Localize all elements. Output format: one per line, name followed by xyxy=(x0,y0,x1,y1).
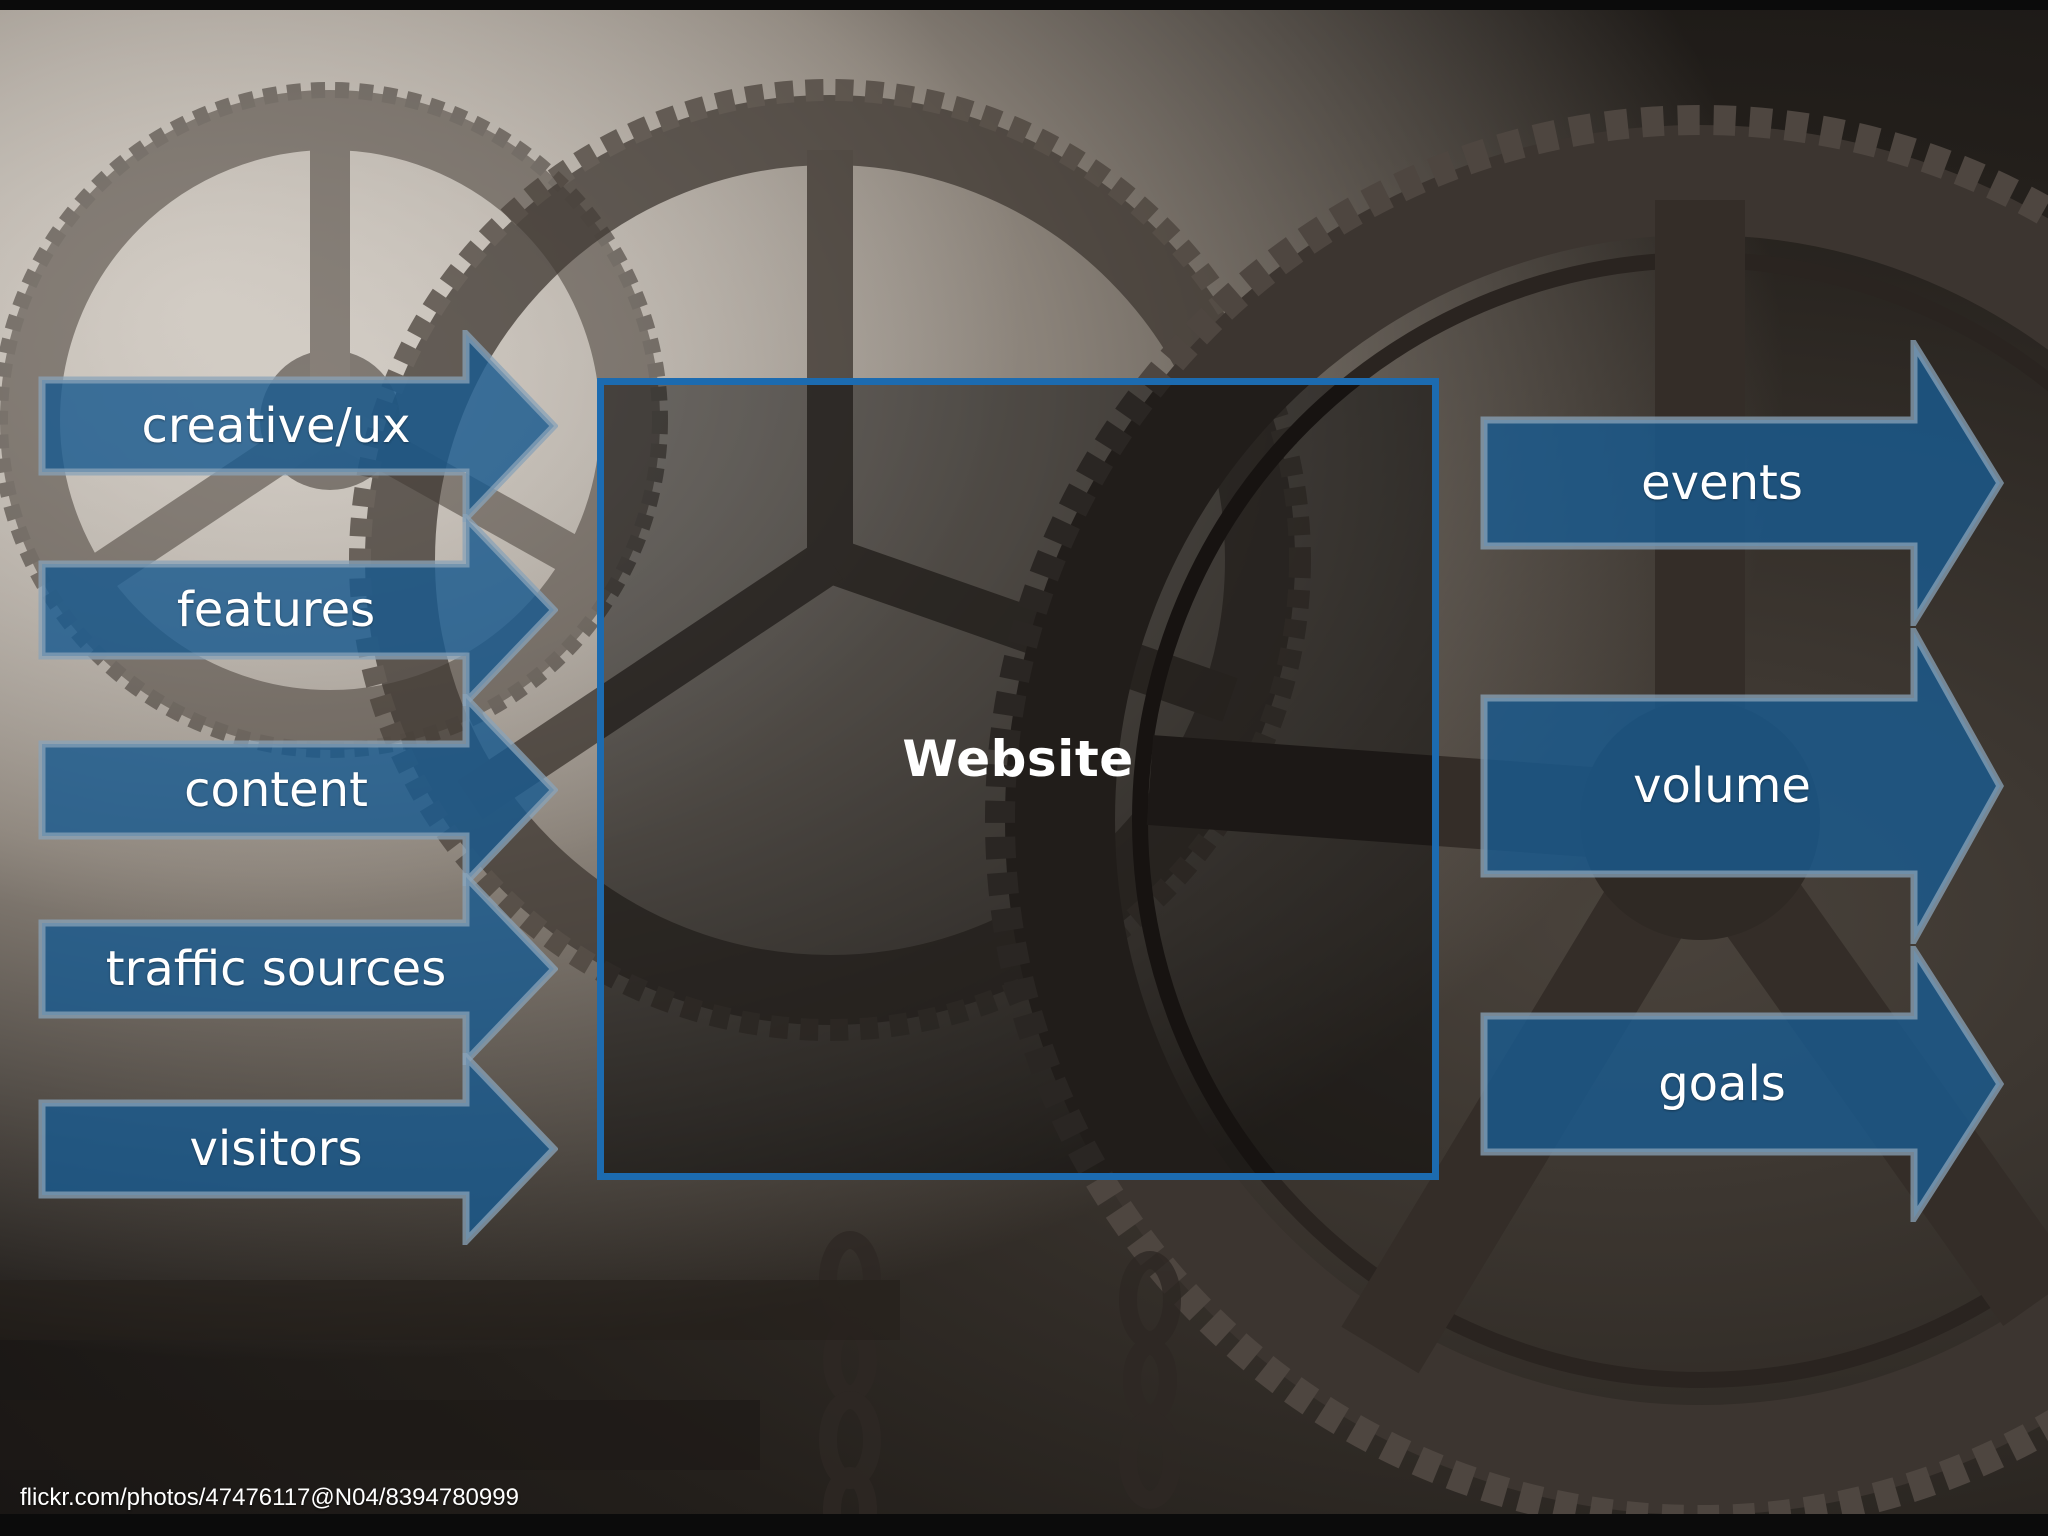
website-label: Website xyxy=(902,730,1134,788)
bottom-border xyxy=(0,1514,2048,1536)
input-label: content xyxy=(184,762,368,818)
output-arrow-volume: volume xyxy=(1480,628,2004,944)
website-box: Website xyxy=(597,378,1439,1180)
top-border xyxy=(0,0,2048,10)
output-arrow-goals: goals xyxy=(1480,946,2004,1222)
output-arrow-events: events xyxy=(1480,340,2004,626)
output-label: goals xyxy=(1658,1056,1786,1112)
output-label: events xyxy=(1641,455,1803,511)
input-arrow-visitors: visitors xyxy=(38,1053,558,1245)
input-arrow-creative-ux: creative/ux xyxy=(38,330,558,522)
photo-credit: flickr.com/photos/47476117@N04/839478099… xyxy=(20,1484,519,1511)
output-label: volume xyxy=(1633,758,1811,814)
input-arrow-traffic-sources: traffic sources xyxy=(38,873,558,1065)
input-arrow-features: features xyxy=(38,514,558,706)
input-label: creative/ux xyxy=(141,398,411,454)
input-arrow-content: content xyxy=(38,694,558,886)
input-label: visitors xyxy=(189,1121,363,1177)
input-label: features xyxy=(176,582,376,638)
input-label: traffic sources xyxy=(105,941,447,997)
